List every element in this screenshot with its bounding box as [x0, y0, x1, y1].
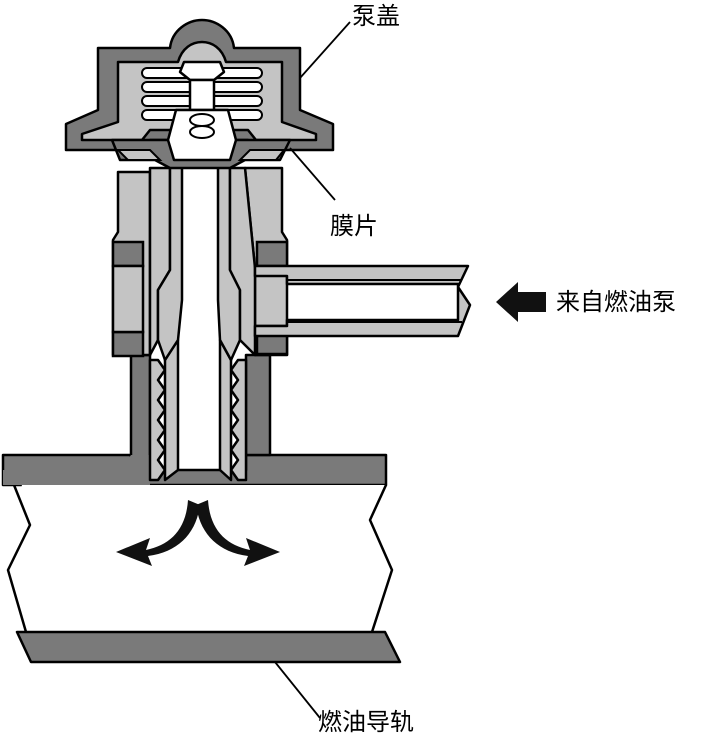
damper-stem — [148, 338, 248, 482]
rail-right-break — [368, 484, 394, 633]
seal-ring-left-mid — [111, 264, 145, 334]
stem-right-inner — [218, 338, 233, 482]
body-right-sleeve — [228, 166, 257, 357]
inlet-arrow — [496, 282, 546, 322]
boss-right — [244, 353, 272, 457]
seal-ring-left-bottom — [111, 330, 145, 358]
stem-left-thread — [148, 358, 167, 482]
leader-cap — [299, 21, 351, 79]
flow-arrows — [116, 282, 546, 566]
valve-head — [178, 60, 226, 82]
threaded-boss — [3, 353, 272, 485]
valve-shaft — [188, 78, 216, 112]
leader-lines — [274, 21, 351, 719]
flow-arrow-left — [116, 500, 200, 566]
body-left-tube — [156, 160, 184, 362]
diaphragm-ridge-right — [237, 149, 287, 161]
diaphragm-ridge-left — [115, 149, 163, 161]
boss-left — [129, 353, 152, 472]
flow-arrow-right — [196, 500, 280, 566]
valve-stem — [166, 60, 238, 162]
seal-ring-right-top — [255, 240, 289, 268]
label-cap: 泵盖 — [352, 2, 400, 30]
valve-bead — [189, 113, 215, 127]
label-fuel-rail: 燃油导轨 — [318, 708, 414, 736]
valve-bead — [189, 125, 215, 139]
boss-left-flare — [3, 455, 150, 485]
rail-left-break — [6, 484, 32, 633]
leader-diaphragm — [289, 147, 336, 201]
rail-bottom-wall — [15, 630, 402, 664]
seal-ring-left-top — [111, 240, 145, 268]
inlet-pipe — [253, 264, 472, 338]
label-from-fuel-pump: 来自燃油泵 — [556, 288, 676, 316]
rail-inner-passage — [3, 485, 396, 632]
stem-right-thread — [229, 358, 248, 482]
label-diaphragm: 膜片 — [330, 212, 378, 240]
stem-left-inner — [163, 338, 180, 482]
fuel-rail — [1, 453, 402, 664]
inlet-pipe-wall — [253, 264, 472, 338]
leader-fuel-rail — [274, 661, 321, 719]
damper-body — [111, 160, 289, 362]
